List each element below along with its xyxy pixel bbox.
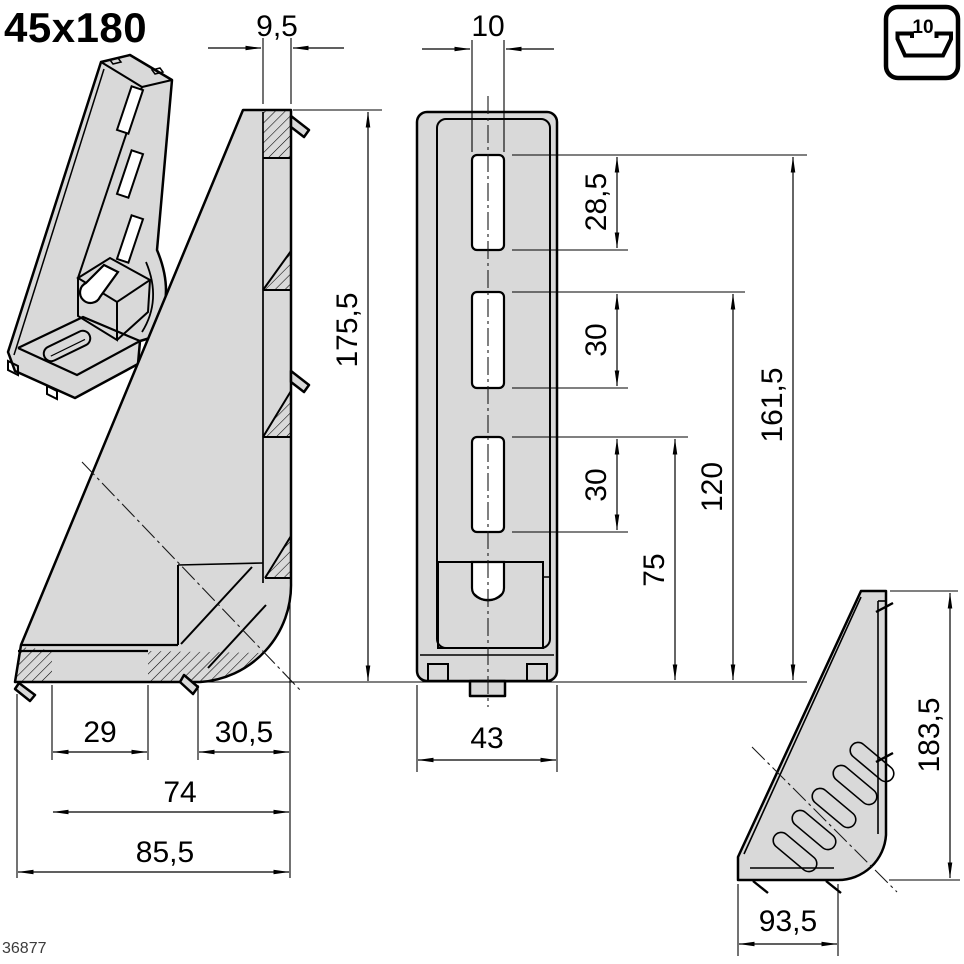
hook [752,880,769,894]
band-edge [264,535,292,579]
profile-silhouette [736,589,888,882]
diagonal-centerline [751,746,898,893]
iso-base-notch [7,359,19,377]
iso-keyhole [78,263,120,305]
iso-top-notch [150,67,165,75]
dim-side-height: 175,5 [331,292,364,367]
hatch-area [263,111,291,158]
diagonal-centerline [81,461,303,693]
iso-plate-edge [13,68,105,356]
profile-slots [772,741,895,873]
iso-top-notch [108,57,123,65]
dim-slot-width: 10 [471,10,504,43]
iso-base-slot [42,329,92,363]
dim-side-top-thickness: 9,5 [256,10,298,43]
dim-front-width: 43 [470,722,503,755]
dimensions: 9,5 10 175,5 28,5 30 30 75 120 161,5 [16,10,960,956]
hook [289,369,311,394]
dim-base-inner: 29 [83,716,116,749]
iso-block-side [116,279,151,341]
groove-profile-icon [895,31,953,58]
iso-base-top-front [17,340,141,377]
dim-slot3-length: 30 [580,468,613,501]
icon-frame [883,4,961,81]
figure-number: 36877 [2,940,47,957]
groove-size-icon: 10 [883,4,961,81]
dim-slot1-to-base: 161,5 [756,367,789,442]
iso-slot [115,85,145,135]
dim-slot3-to-base: 75 [638,553,671,586]
dim-base-span: 74 [163,776,196,809]
dim-slot1-length: 28,5 [580,173,613,231]
hatch-area [148,651,264,682]
hook [289,114,311,139]
dim-profile-depth: 93,5 [759,905,817,938]
iso-cove-edge [141,261,155,333]
hook [178,673,200,696]
dim-slot2-to-base: 120 [696,462,729,512]
iso-block-front [77,278,118,342]
hook [875,601,894,614]
dim-base-overall: 85,5 [136,836,194,869]
iso-slot [115,149,145,199]
band-edge [262,390,292,438]
dim-slot2-length: 30 [580,323,613,356]
base-notch [526,663,548,681]
base-notch [427,663,449,681]
band-edge [262,250,292,291]
hook [825,880,842,894]
page-title: 45x180 [4,4,147,51]
web-step [177,562,264,566]
dim-base-outer: 30,5 [215,716,273,749]
profile-view [736,589,898,894]
iso-slot [115,214,145,264]
rib-edge [207,604,267,669]
hatch-area [15,647,52,682]
isometric-view [6,53,174,401]
hook [875,751,894,764]
front-view [415,96,559,707]
iso-base-notch [46,384,58,401]
rib-edge [180,566,253,645]
dim-profile-height: 183,5 [913,697,946,772]
iso-base-top-back [17,315,141,349]
groove-size-label: 10 [912,17,933,38]
profile-inner-edge [743,596,862,855]
hook [13,681,37,703]
